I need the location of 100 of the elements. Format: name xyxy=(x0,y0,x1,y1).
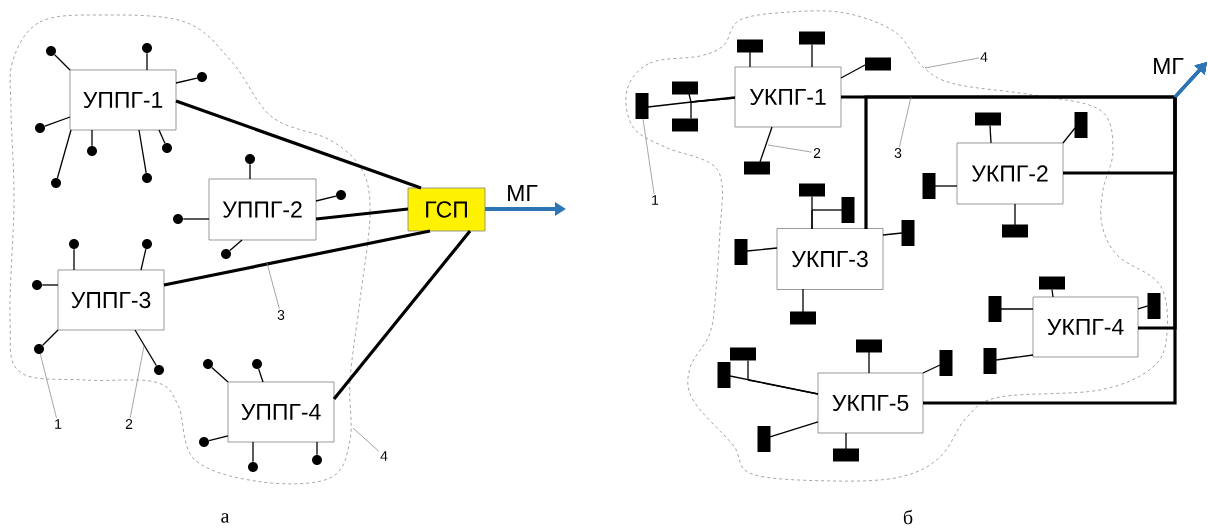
callout-number: 4 xyxy=(380,451,388,461)
pipeline xyxy=(249,163,251,180)
well-marker xyxy=(988,296,1002,322)
pipeline xyxy=(315,195,337,202)
pipeline xyxy=(163,229,431,287)
well-marker xyxy=(833,448,859,462)
well-marker xyxy=(901,220,915,246)
well-marker xyxy=(744,161,770,175)
leader-line xyxy=(924,57,980,69)
well-marker xyxy=(865,57,891,71)
pipeline xyxy=(182,218,210,220)
pipeline xyxy=(208,435,229,442)
station-box: УППГ-2 xyxy=(208,178,317,241)
pipeline xyxy=(146,52,148,71)
pipeline xyxy=(995,354,1034,361)
well-marker xyxy=(799,183,825,197)
leader-line xyxy=(767,144,813,153)
well-marker xyxy=(841,197,855,223)
well-marker xyxy=(922,173,936,199)
arrow xyxy=(923,62,1207,405)
well-marker xyxy=(672,81,698,95)
well-marker xyxy=(939,350,953,376)
station-box: УКПГ-4 xyxy=(1032,296,1139,358)
pipeline xyxy=(868,351,870,374)
pipeline xyxy=(258,368,264,383)
pipeline xyxy=(1137,305,1149,310)
pipeline xyxy=(647,96,736,108)
well-marker xyxy=(717,362,731,388)
callout-number: 1 xyxy=(55,419,62,429)
station-box: УППГ-3 xyxy=(57,269,165,331)
pipeline xyxy=(91,129,93,147)
well-marker xyxy=(737,39,763,53)
pipeline xyxy=(845,432,847,450)
pipeline xyxy=(316,441,318,456)
pipeline xyxy=(759,126,773,163)
callout-number: 2 xyxy=(813,148,821,158)
pipeline xyxy=(175,77,198,84)
pipeline xyxy=(44,116,71,127)
well-marker xyxy=(734,239,748,265)
well-marker xyxy=(730,347,756,361)
well-marker xyxy=(1039,276,1065,290)
well-marker xyxy=(1147,293,1161,319)
station-box: УКПГ-5 xyxy=(817,372,924,434)
station-box: УКПГ-1 xyxy=(734,66,842,128)
station-box: УКПГ-3 xyxy=(776,228,884,290)
leader-line xyxy=(39,353,57,419)
callout-number: 2 xyxy=(125,419,133,429)
pipeline xyxy=(175,99,422,190)
callout-number: 3 xyxy=(894,148,902,158)
pipeline xyxy=(54,54,71,71)
pipeline xyxy=(1062,127,1076,144)
well-marker xyxy=(635,93,649,119)
pipeline xyxy=(1051,288,1054,298)
well-marker xyxy=(790,311,816,325)
edge-label: МГ xyxy=(505,184,539,202)
pipeline xyxy=(158,129,166,144)
well-marker xyxy=(757,426,771,452)
well-marker xyxy=(1074,112,1088,138)
callout-number: 3 xyxy=(277,310,285,320)
pipeline xyxy=(315,207,409,221)
pipeline xyxy=(802,288,804,313)
well-marker xyxy=(975,112,1001,126)
well-marker xyxy=(1002,224,1028,238)
pipeline xyxy=(989,124,992,144)
pipeline xyxy=(690,97,736,120)
pipeline xyxy=(140,248,147,271)
pipeline xyxy=(229,239,243,252)
pipeline xyxy=(211,366,229,383)
callout-number: 4 xyxy=(980,52,988,62)
station-box: ГСП xyxy=(407,187,486,232)
pipeline xyxy=(134,329,157,367)
station-box: УППГ-1 xyxy=(69,69,177,131)
pipeline xyxy=(73,248,75,271)
pipeline xyxy=(749,51,751,68)
pipeline xyxy=(729,375,819,395)
pipeline xyxy=(138,129,147,174)
edge-label: МГ xyxy=(1151,57,1185,75)
pipeline xyxy=(922,364,941,374)
well-marker xyxy=(672,118,698,132)
panel-label: а xyxy=(221,513,230,523)
pipeline xyxy=(934,185,958,187)
leader-line xyxy=(129,345,145,419)
pipeline xyxy=(332,230,472,400)
pipeline xyxy=(882,232,903,236)
leader-line xyxy=(352,427,380,452)
leader-line xyxy=(266,262,280,310)
pipeline xyxy=(1014,203,1016,226)
pipeline xyxy=(252,441,254,463)
well-marker xyxy=(983,348,997,374)
pipeline xyxy=(769,421,819,438)
station-box: УППГ-4 xyxy=(227,381,335,443)
well-marker xyxy=(856,339,882,353)
well-marker xyxy=(799,31,825,45)
pipeline xyxy=(1000,308,1034,310)
callout-number: 1 xyxy=(652,195,659,205)
leader-line xyxy=(899,96,912,148)
leader-line xyxy=(642,118,655,195)
pipeline xyxy=(811,43,813,68)
station-box: УКПГ-2 xyxy=(956,142,1064,205)
panel-label: б xyxy=(903,509,913,525)
